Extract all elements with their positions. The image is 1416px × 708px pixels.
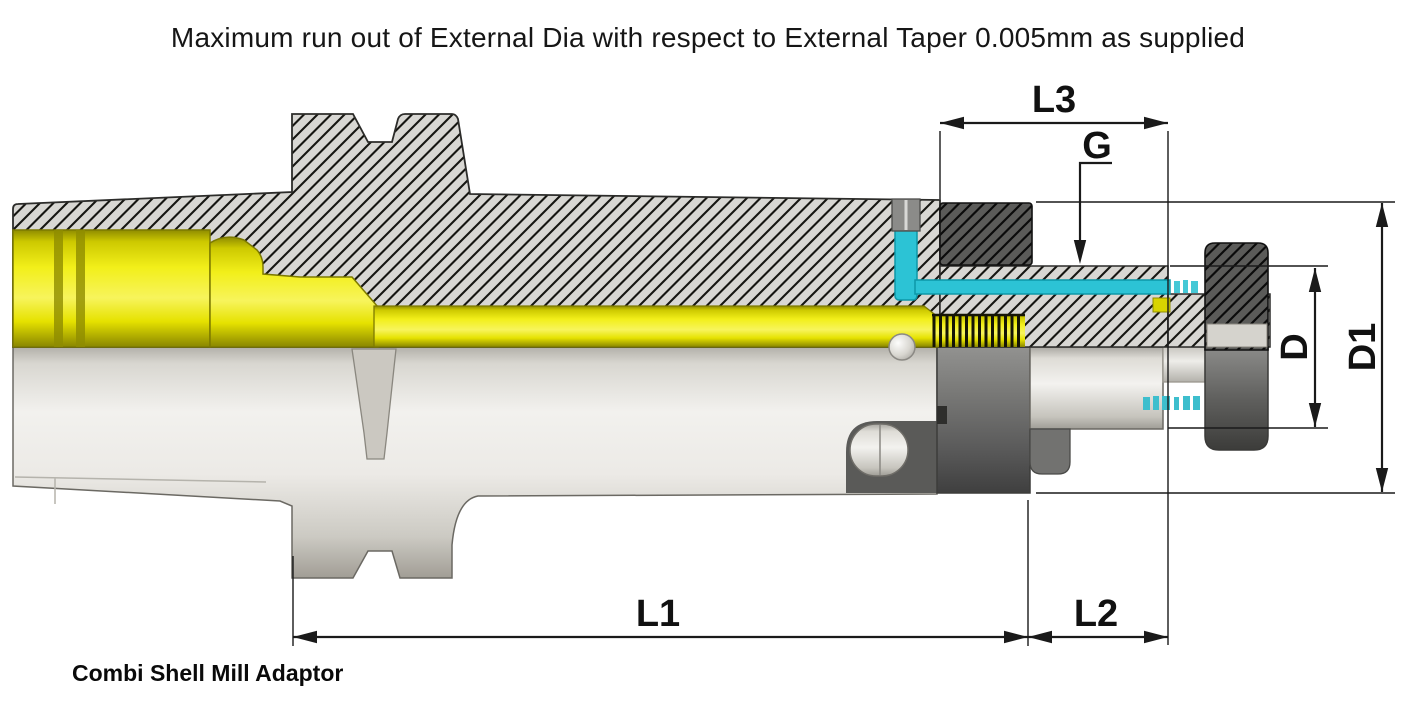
thread-crests — [932, 315, 1020, 347]
spigot-neck — [1162, 346, 1206, 383]
retention-nut-lower — [1204, 346, 1269, 451]
drawbar-head-groove — [54, 230, 63, 347]
drive-pin — [888, 333, 916, 361]
dim-label-g: G — [1082, 125, 1112, 167]
retention-nut-section — [1204, 242, 1269, 351]
dim-label-l2: L2 — [1074, 593, 1118, 635]
drawbar-shoulder — [209, 236, 379, 348]
dim-label-d1: D1 — [1342, 323, 1384, 372]
coolant-thread-marks — [1174, 280, 1198, 293]
taper-crease-lines — [14, 476, 267, 504]
collar-notch — [937, 406, 947, 424]
drawbar-thread-section — [932, 313, 1025, 347]
dim-label-l3: L3 — [1032, 79, 1076, 121]
product-label: Combi Shell Mill Adaptor — [72, 660, 344, 686]
coolant-tube — [894, 226, 1198, 301]
nut-face-ring — [1206, 323, 1268, 348]
pilot-cylinder — [1029, 346, 1164, 430]
locating-ring-section — [939, 202, 1033, 266]
flange-drive-slot — [351, 348, 397, 460]
coolant-tube-vertical — [894, 226, 918, 301]
dim-arrowheads — [293, 116, 1389, 644]
dim-label-l1: L1 — [636, 593, 680, 635]
dimensions: L3 G L1 L2 D D1 — [292, 79, 1395, 646]
clamp-collar — [936, 346, 1031, 494]
drawbar-assembly — [12, 229, 1171, 348]
dim-leader-g — [1078, 161, 1112, 242]
pilot-step-block — [1029, 428, 1071, 475]
coolant-port-marks — [1143, 396, 1200, 410]
drawbar-rod — [373, 305, 939, 348]
drawbar-tip-wedge — [1152, 297, 1171, 313]
drawing-title: Maximum run out of External Dia with res… — [170, 22, 1246, 53]
section-upper-half — [12, 113, 1271, 361]
external-lower-half — [12, 346, 1269, 579]
body-lower-profile — [12, 346, 938, 579]
coolant-tube-horizontal — [914, 279, 1171, 295]
drawbar-head — [12, 229, 211, 348]
dim-label-d: D — [1274, 333, 1316, 360]
drawbar-head-groove — [76, 230, 85, 347]
clamp-screw-capsule — [849, 423, 909, 477]
